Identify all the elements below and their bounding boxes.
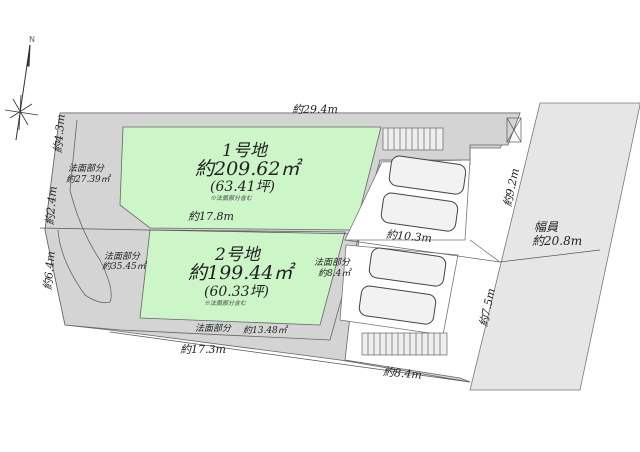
utility-box-icon [506, 117, 522, 143]
dim-top: 約29.4m [292, 103, 338, 116]
lot-2-note: ※法面部分含む [204, 300, 247, 307]
lot-2-area: 約199.44㎡ [188, 262, 293, 284]
lot-1-note: ※法面部分含む [210, 195, 253, 202]
slope-3-area: 約8.4㎡ [318, 269, 351, 279]
slope-4-label: 法面部分 [195, 324, 232, 334]
dim-left-upper: 約4.3m [51, 113, 68, 154]
north-label: N [29, 35, 35, 44]
dim-bottom: 約17.3m [180, 343, 226, 356]
slope-3-label: 法面部分 [314, 258, 351, 268]
lot-1 [119, 126, 382, 231]
slope-4-area: 約13.48㎡ [243, 326, 287, 336]
slope-1-area: 約27.39㎡ [66, 175, 110, 185]
stairs [361, 127, 448, 356]
lot-1-tsubo: (63.41坪) [210, 179, 276, 195]
dim-left-middle: 約2.4m [43, 185, 60, 226]
dim-left-lower: 約6.4m [41, 250, 58, 291]
lot-2-title: 2号地 [215, 245, 260, 265]
lot-1-area: 約209.62㎡ [195, 158, 300, 180]
road-width: 約20.8m [532, 234, 583, 248]
lot-2 [139, 229, 346, 326]
road [469, 102, 640, 391]
lot-1-title: 1号地 [222, 141, 267, 161]
car-icon [358, 155, 467, 325]
slope-2-area: 約35.45㎡ [102, 262, 146, 272]
road-label: 幅員 [534, 220, 559, 234]
slope-2-label: 法面部分 [104, 252, 141, 262]
dim-divider: 約17.8m [188, 210, 234, 223]
slope-1-label: 法面部分 [68, 164, 105, 174]
lot-2-tsubo: (60.33坪) [204, 284, 270, 300]
dim-bottom-right: 約8.4m [382, 365, 423, 382]
compass-icon [4, 44, 39, 141]
